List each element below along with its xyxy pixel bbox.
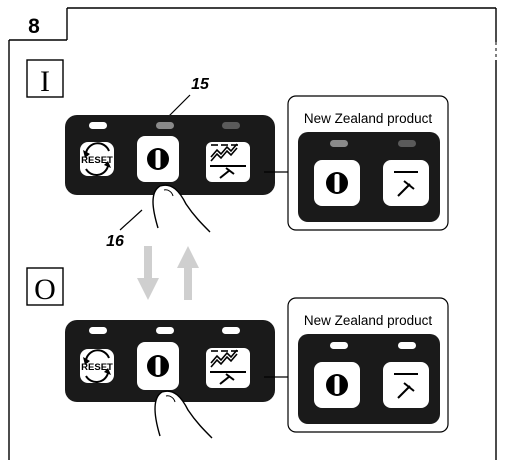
mode-label: O bbox=[34, 273, 56, 306]
power-button[interactable] bbox=[137, 342, 179, 390]
nz-product-inset: New Zealand product bbox=[287, 95, 449, 231]
power-icon bbox=[147, 148, 169, 170]
callout-leader bbox=[119, 209, 143, 231]
led-center-lit bbox=[156, 122, 174, 129]
led-center bbox=[156, 327, 174, 334]
panel-off-state: O RESET bbox=[26, 267, 449, 439]
inset-tool-button[interactable] bbox=[383, 362, 429, 408]
tool-settings-icon bbox=[210, 349, 246, 385]
arrow-down-icon bbox=[137, 246, 159, 300]
step-number: 8 bbox=[28, 15, 40, 38]
inset-led bbox=[398, 342, 416, 349]
inset-led bbox=[330, 342, 348, 349]
inset-tool-button[interactable] bbox=[383, 160, 429, 206]
reset-label: RESET bbox=[81, 362, 113, 373]
tool-settings-button[interactable] bbox=[206, 142, 250, 182]
inset-led-lit bbox=[330, 140, 348, 147]
tool-icon bbox=[394, 373, 418, 399]
step-frame bbox=[8, 7, 497, 460]
arrow-up-icon bbox=[177, 246, 199, 300]
callout-15: 15 bbox=[191, 76, 210, 93]
led-left bbox=[89, 327, 107, 334]
tool-settings-icon bbox=[210, 143, 246, 179]
tool-settings-button[interactable] bbox=[206, 348, 250, 388]
panel-on-state: I 15 RESET bbox=[26, 59, 449, 250]
mode-box bbox=[26, 267, 64, 306]
inset-power-button[interactable] bbox=[314, 362, 360, 408]
inset-power-button[interactable] bbox=[314, 160, 360, 206]
reset-button[interactable]: RESET bbox=[80, 142, 114, 176]
led-right bbox=[222, 122, 240, 129]
finger-pressing bbox=[152, 184, 211, 233]
mode-box bbox=[26, 59, 64, 98]
nz-product-inset: New Zealand product bbox=[287, 297, 449, 433]
callout-16: 16 bbox=[106, 233, 124, 250]
inset-title: New Zealand product bbox=[304, 313, 433, 328]
callout-leader bbox=[167, 94, 191, 118]
power-icon bbox=[147, 355, 169, 377]
reset-button[interactable]: RESET bbox=[80, 349, 114, 383]
led-right bbox=[222, 327, 240, 334]
mode-label: I bbox=[40, 65, 50, 98]
led-left bbox=[89, 122, 107, 129]
inset-led bbox=[398, 140, 416, 147]
tool-icon bbox=[394, 171, 418, 197]
inset-title: New Zealand product bbox=[304, 111, 433, 126]
down-up-arrows bbox=[137, 246, 199, 300]
reset-label: RESET bbox=[81, 155, 113, 166]
finger-pressing bbox=[154, 390, 213, 439]
power-button[interactable] bbox=[137, 136, 179, 182]
